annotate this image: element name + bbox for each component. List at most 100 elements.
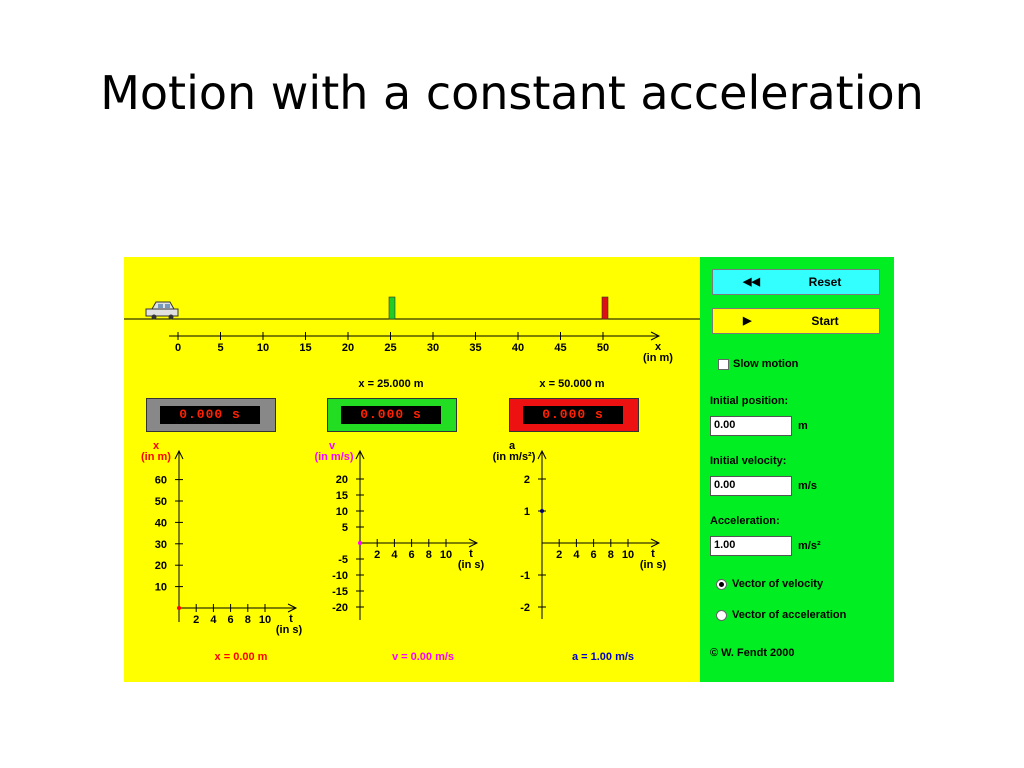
t-tick-label: 8 (608, 549, 614, 561)
clock-display: 0.000 s (341, 406, 441, 424)
vector-velocity-label: Vector of velocity (732, 578, 824, 590)
t-tick-label: 2 (556, 549, 562, 561)
track-axis-unit: (in m) (643, 352, 673, 364)
initial-position-unit: m (798, 420, 808, 432)
y-tick-label: 50 (155, 496, 167, 508)
clock-red: 0.000 s (509, 398, 639, 432)
clock-gray: 0.000 s (146, 398, 276, 432)
play-icon: ▶ (743, 315, 752, 327)
track-tick-label: 45 (554, 342, 566, 354)
v-graph-t-var: t (469, 548, 473, 560)
y-tick-label: -15 (332, 586, 348, 598)
x-graph-t-var: t (289, 613, 293, 625)
vector-acceleration-label: Vector of acceleration (732, 609, 847, 621)
vector-velocity-radio[interactable] (716, 579, 727, 590)
start-label: Start (811, 314, 839, 328)
y-tick-label: -10 (332, 570, 348, 582)
slow-motion-checkbox[interactable] (718, 359, 729, 370)
t-tick-label: 10 (622, 549, 634, 561)
track-tick-label: 15 (299, 342, 311, 354)
t-tick-label: 8 (245, 614, 251, 626)
track-tick-label: 10 (257, 342, 269, 354)
v-graph-var: v (329, 440, 336, 452)
reset-label: Reset (808, 275, 842, 289)
marker-red (601, 296, 609, 320)
t-tick-label: 2 (374, 549, 380, 561)
x-readout: x = 0.00 m (215, 651, 268, 663)
start-button[interactable]: ▶ Start (712, 308, 880, 334)
y-tick-label: 15 (336, 490, 348, 502)
copyright-text: © W. Fendt 2000 (710, 647, 795, 659)
t-tick-label: 6 (409, 549, 415, 561)
y-tick-label: 30 (155, 539, 167, 551)
y-tick-label: 1 (524, 506, 530, 518)
marker-label-red: x = 50.000 m (539, 378, 604, 390)
y-tick-label: -1 (520, 570, 530, 582)
slide-title: Motion with a constant acceleration (100, 66, 924, 120)
slow-motion-label: Slow motion (733, 358, 799, 370)
track-tick-label: 30 (427, 342, 439, 354)
rewind-icon: ◀◀ (743, 276, 760, 288)
initial-velocity-unit: m/s (798, 480, 817, 492)
car-icon (145, 301, 179, 320)
track-tick-label: 35 (469, 342, 481, 354)
a-readout: a = 1.00 m/s (572, 651, 634, 663)
track-tick-label: 40 (512, 342, 524, 354)
v-graph-t-unit: (in s) (458, 559, 485, 571)
t-tick-label: 10 (259, 614, 271, 626)
marker-green (388, 296, 396, 320)
y-tick-label: 20 (336, 474, 348, 486)
acceleration-field[interactable]: 1.00 (710, 536, 792, 556)
y-tick-label: 5 (342, 522, 348, 534)
track-tick-label: 0 (175, 342, 181, 354)
v-graph-unit: (in m/s) (314, 451, 353, 463)
track-tick-label: 5 (217, 342, 223, 354)
track-axis-var: x (655, 341, 662, 353)
y-tick-label: 40 (155, 517, 167, 529)
t-tick-label: 2 (193, 614, 199, 626)
t-tick-label: 6 (591, 549, 597, 561)
clock-display: 0.000 s (523, 406, 623, 424)
t-tick-label: 10 (440, 549, 452, 561)
control-panel: ◀◀ Reset ▶ Start Slow motion Initial pos… (700, 257, 894, 682)
t-tick-label: 4 (391, 549, 398, 561)
y-tick-label: -5 (338, 554, 348, 566)
initial-velocity-label: Initial velocity: (710, 455, 787, 467)
t-tick-label: 4 (573, 549, 580, 561)
a-graph-t-var: t (651, 548, 655, 560)
y-tick-label: -2 (520, 602, 530, 614)
initial-position-field[interactable]: 0.00 (710, 416, 792, 436)
t-tick-label: 8 (426, 549, 432, 561)
acceleration-unit: m/s² (798, 540, 821, 552)
track-tick-label: 25 (384, 342, 396, 354)
t-tick-label: 6 (228, 614, 234, 626)
t-tick-label: 4 (210, 614, 217, 626)
track-tick-label: 20 (342, 342, 354, 354)
x-graph-t-unit: (in s) (276, 624, 303, 636)
y-tick-label: 10 (336, 506, 348, 518)
y-tick-label: 10 (155, 582, 167, 594)
v-readout: v = 0.00 m/s (392, 651, 454, 663)
a-graph-t-unit: (in s) (640, 559, 667, 571)
track-tick-label: 50 (597, 342, 609, 354)
a-graph-unit: (in m/s²) (493, 451, 536, 463)
clock-display: 0.000 s (160, 406, 260, 424)
initial-velocity-field[interactable]: 0.00 (710, 476, 792, 496)
vector-acceleration-radio[interactable] (716, 610, 727, 621)
x-graph-unit: (in m) (141, 451, 171, 463)
y-tick-label: -20 (332, 602, 348, 614)
initial-position-label: Initial position: (710, 395, 789, 407)
a-graph-var: a (509, 440, 516, 452)
y-tick-label: 60 (155, 475, 167, 487)
reset-button[interactable]: ◀◀ Reset (712, 269, 880, 295)
marker-label-green: x = 25.000 m (358, 378, 423, 390)
y-tick-label: 20 (155, 560, 167, 572)
clock-green: 0.000 s (327, 398, 457, 432)
acceleration-label: Acceleration: (710, 515, 780, 527)
y-tick-label: 2 (524, 474, 530, 486)
